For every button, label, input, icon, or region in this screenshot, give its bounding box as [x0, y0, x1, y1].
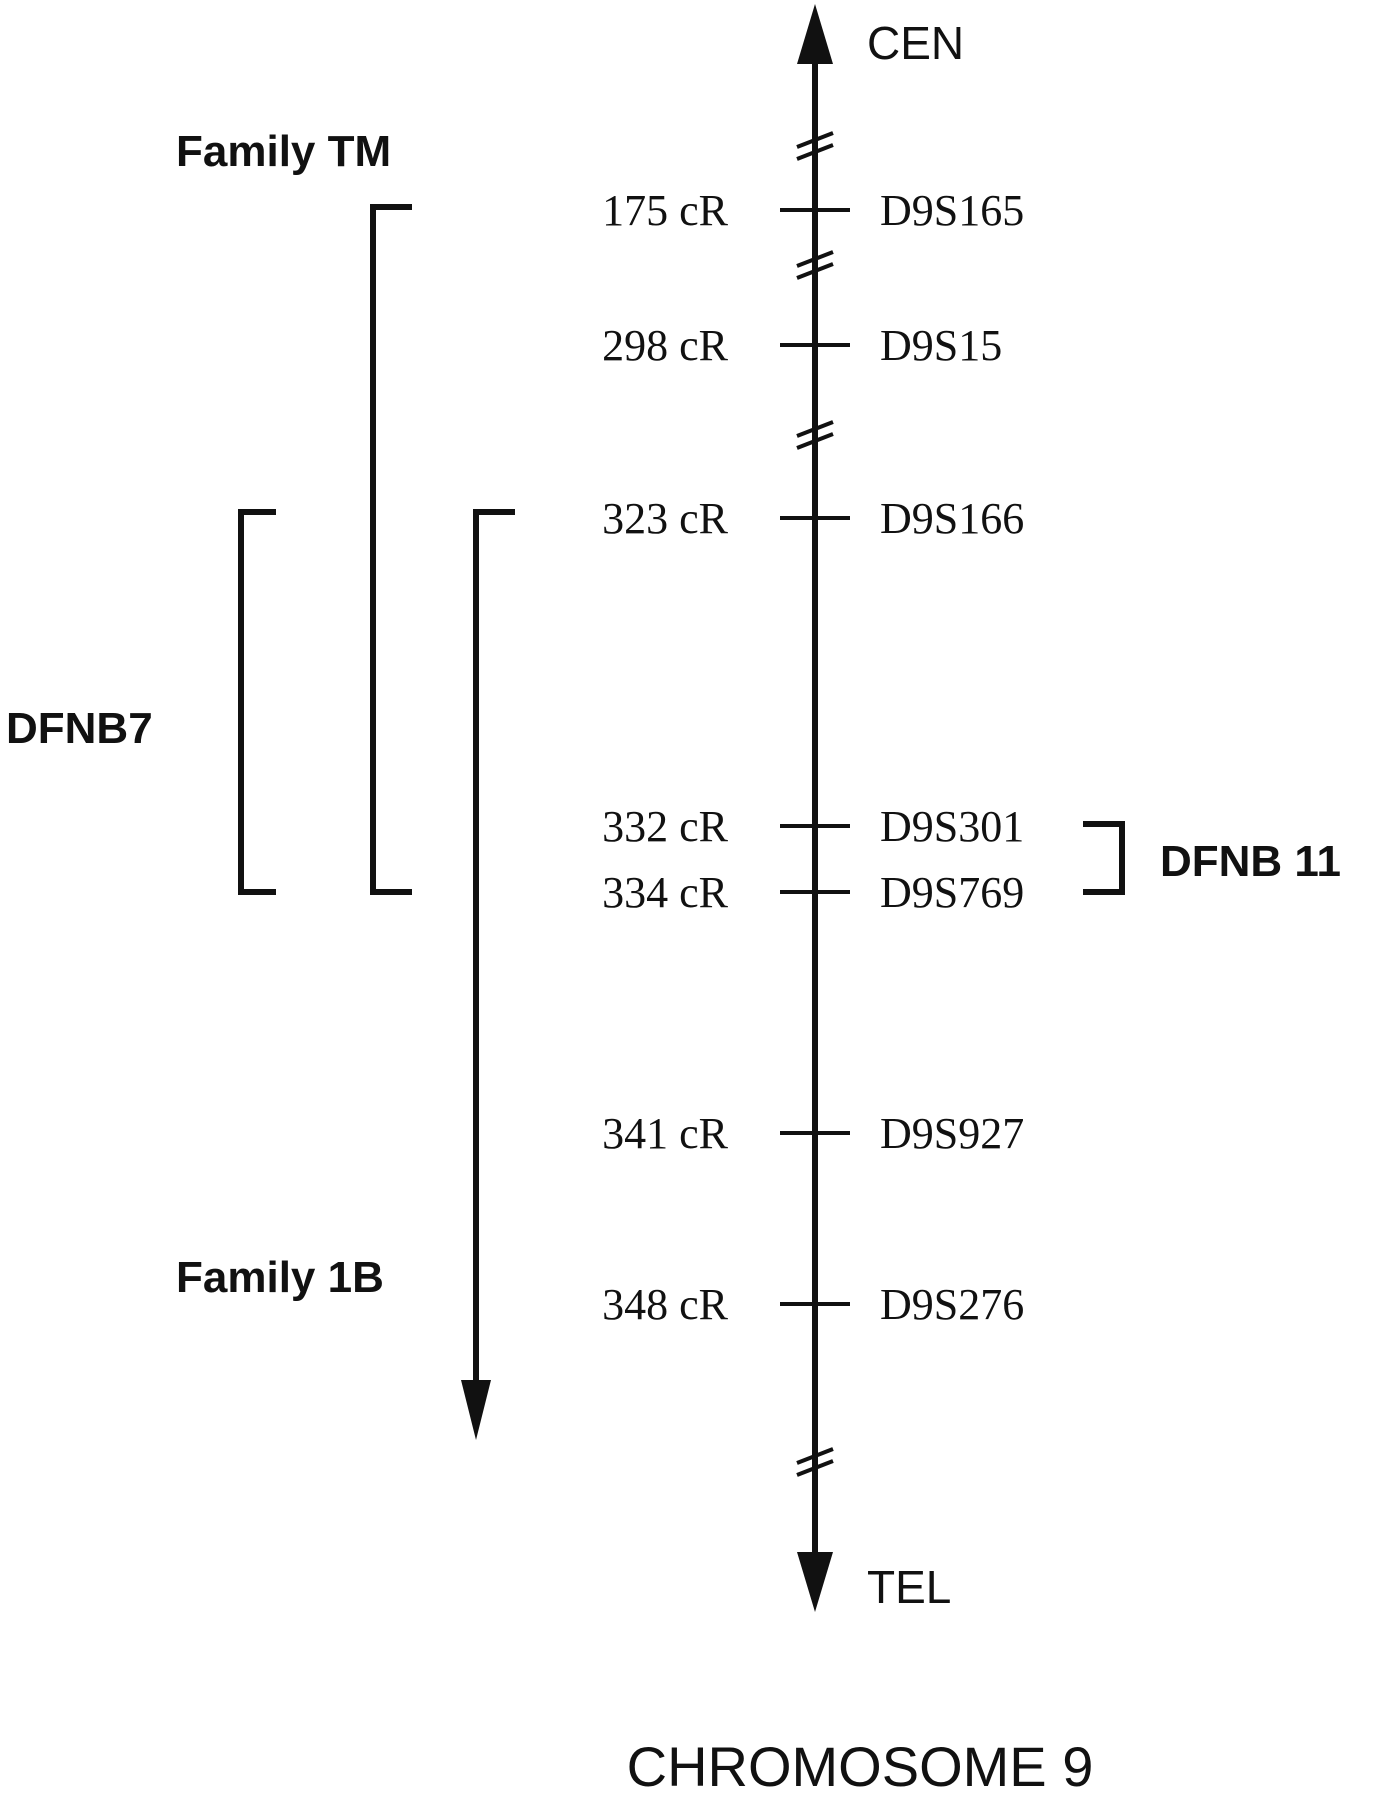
family-1b-bracket — [473, 509, 515, 1385]
marker-d9s166: 323 cR D9S166 — [602, 494, 1024, 543]
marker-name: D9S927 — [880, 1109, 1024, 1158]
marker-d9s15: 298 cR D9S15 — [602, 321, 1002, 370]
chromosome-title: CHROMOSOME 9 — [627, 1735, 1094, 1798]
marker-d9s165: 175 cR D9S165 — [602, 186, 1024, 235]
marker-d9s769: 334 cR D9S769 — [602, 868, 1024, 917]
dfnb7-bracket — [238, 509, 276, 895]
marker-distance: 341 cR — [602, 1109, 729, 1158]
axis-break-mark — [796, 420, 834, 450]
family-1b-arrow-head — [461, 1380, 491, 1440]
family-tm-interval: Family TM — [176, 127, 412, 895]
axis-break-marks — [796, 131, 834, 1477]
axis-break-mark — [796, 131, 834, 161]
marker-name: D9S301 — [880, 802, 1024, 851]
axis-break-mark — [796, 1447, 834, 1477]
marker-name: D9S769 — [880, 868, 1024, 917]
marker-d9s276: 348 cR D9S276 — [602, 1280, 1024, 1329]
family-tm-bracket — [370, 204, 412, 895]
marker-distance: 334 cR — [602, 868, 729, 917]
marker-distance: 348 cR — [602, 1280, 729, 1329]
marker-distance: 298 cR — [602, 321, 729, 370]
marker-name: D9S15 — [880, 321, 1002, 370]
marker-distance: 332 cR — [602, 802, 729, 851]
family-1b-label: Family 1B — [176, 1253, 384, 1302]
marker-name: D9S165 — [880, 186, 1024, 235]
family-1b-interval: Family 1B — [176, 509, 515, 1440]
marker-name: D9S276 — [880, 1280, 1024, 1329]
cen-label: CEN — [867, 17, 964, 69]
marker-d9s301: 332 cR D9S301 — [602, 802, 1024, 851]
tel-label: TEL — [867, 1561, 951, 1613]
dfnb11-bracket — [1083, 821, 1125, 895]
dfnb7-interval: DFNB7 — [6, 509, 276, 895]
marker-distance: 175 cR — [602, 186, 729, 235]
family-tm-label: Family TM — [176, 127, 391, 176]
marker-d9s927: 341 cR D9S927 — [602, 1109, 1024, 1158]
marker-name: D9S166 — [880, 494, 1024, 543]
dfnb7-label: DFNB7 — [6, 704, 153, 753]
dfnb11-interval: DFNB 11 — [1083, 821, 1341, 895]
tel-arrow-head — [797, 1552, 833, 1612]
chromosome-axis — [797, 4, 833, 1612]
dfnb11-label: DFNB 11 — [1160, 837, 1341, 886]
marker-distance: 323 cR — [602, 494, 729, 543]
axis-break-mark — [796, 250, 834, 280]
cen-arrow-head — [797, 4, 833, 64]
